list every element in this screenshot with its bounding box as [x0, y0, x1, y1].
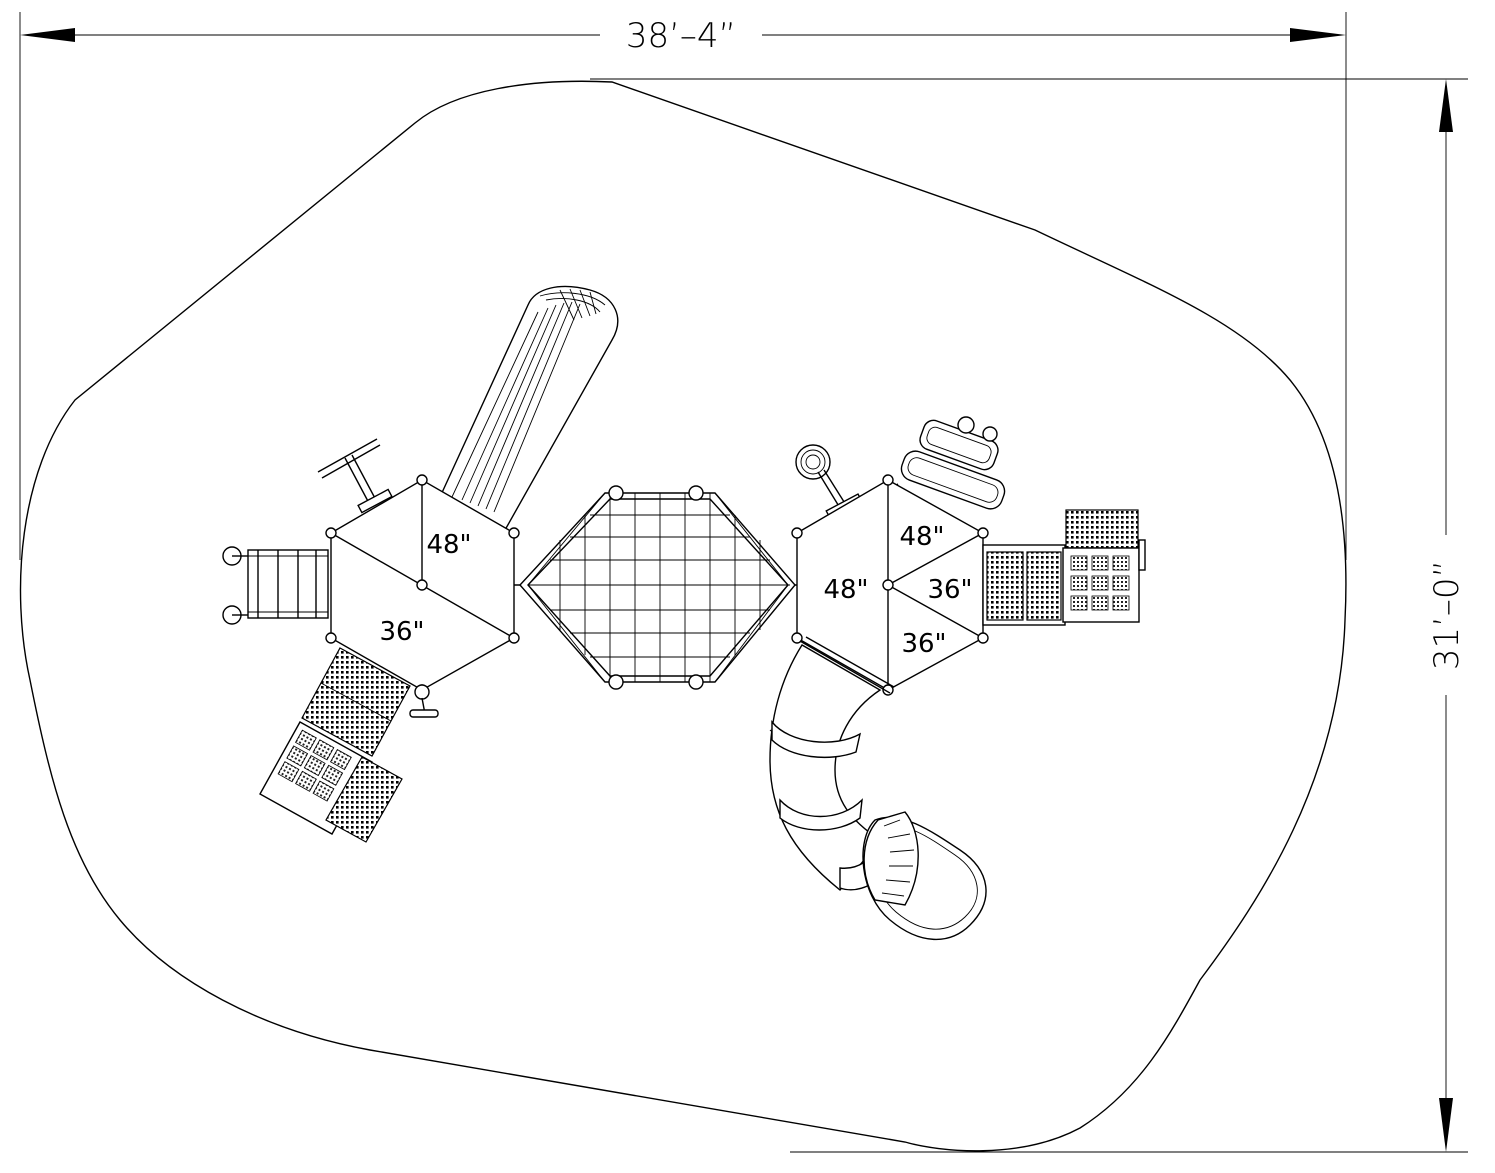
depth-dimension: 31’–0”: [590, 78, 1468, 1153]
deck-height-label: 48": [426, 530, 471, 560]
left-deck: 48" 36": [325, 474, 520, 696]
deck-height-label: 48": [899, 522, 944, 552]
use-zone-outline: [19, 80, 1347, 1152]
arrow-left-icon: [20, 28, 75, 42]
steering-wheel-panel: [317, 438, 393, 514]
width-label: 38’–4”: [626, 16, 736, 56]
deck-height-label: 36": [901, 629, 946, 659]
transfer-step-panels: [982, 509, 1146, 626]
right-deck: 48" 48" 36" 36": [791, 474, 989, 696]
tube-slide: [769, 636, 987, 941]
deck-height-label: 36": [379, 617, 424, 647]
straight-slide: [439, 285, 619, 531]
arrow-down-icon: [1439, 1098, 1453, 1152]
deck-height-label: 36": [927, 575, 972, 605]
width-dimension: 38’–4”: [19, 12, 1347, 560]
ladder: [222, 546, 329, 625]
arrow-right-icon: [1290, 28, 1346, 42]
arrow-up-icon: [1439, 79, 1453, 132]
perforated-step-panels: [259, 647, 439, 843]
deck-height-label: 48": [823, 575, 868, 605]
net-bridge: [514, 485, 797, 690]
depth-label: 31’–0”: [1427, 560, 1467, 670]
wiggle-climber: [887, 416, 1006, 510]
